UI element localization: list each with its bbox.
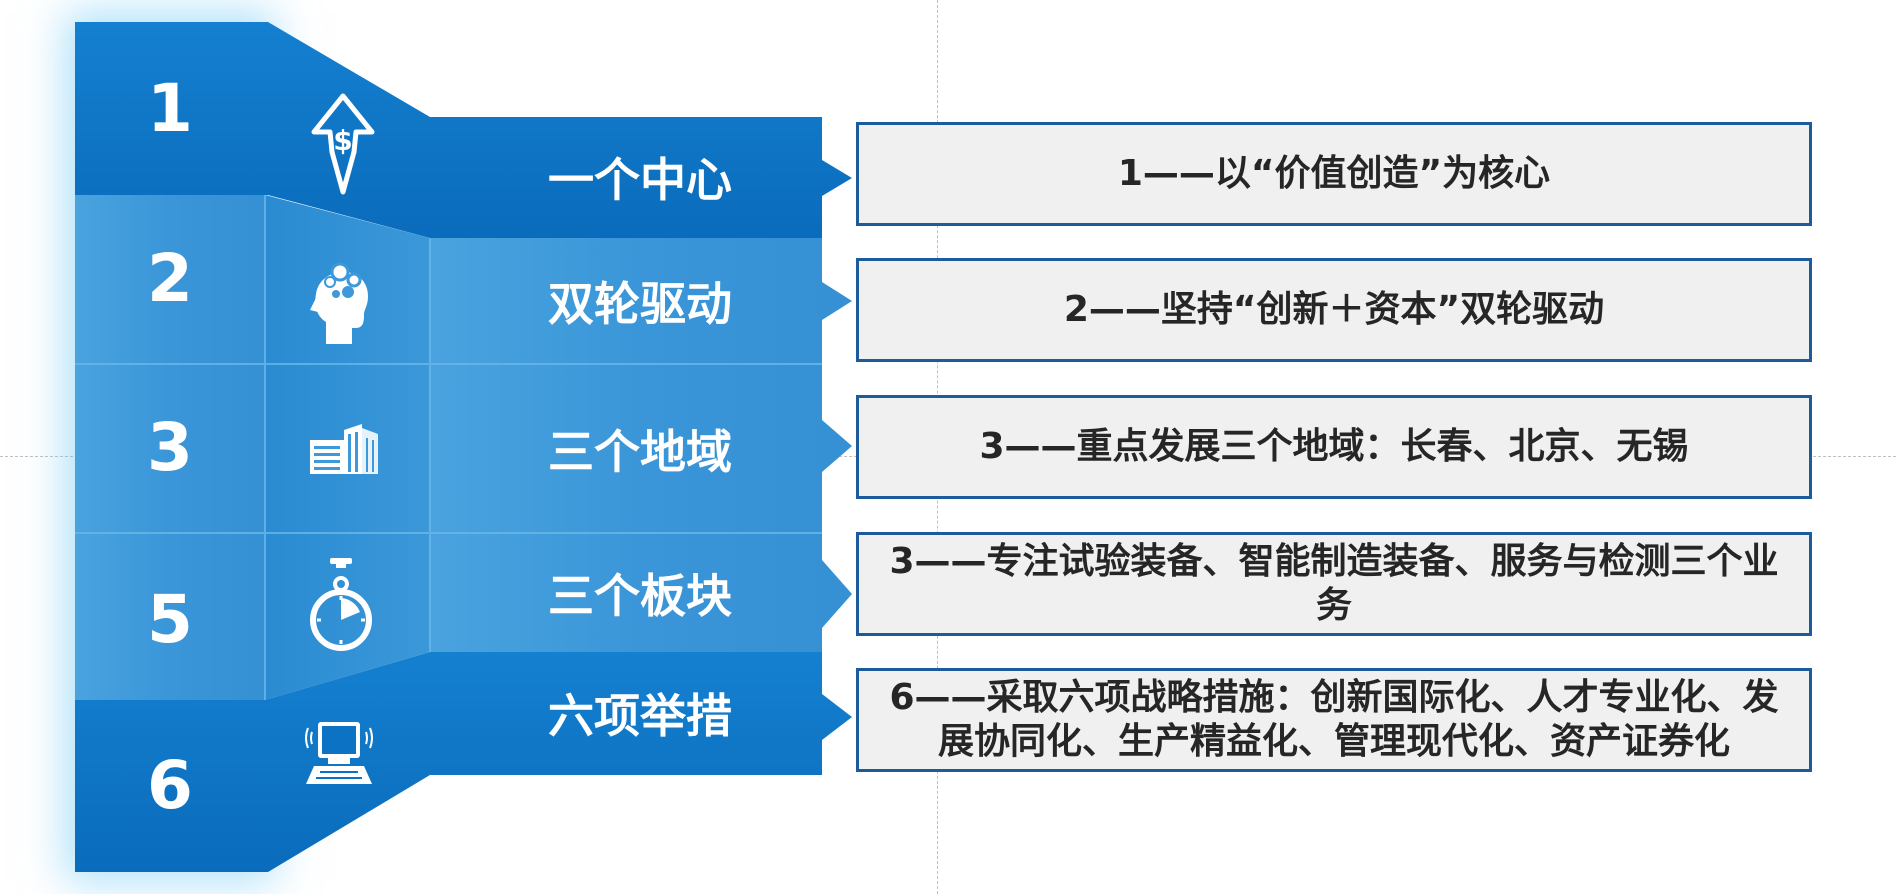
row-title-3: 三个地域	[548, 425, 732, 479]
dollar-arrow-icon: $	[311, 93, 375, 195]
bottom-shape	[75, 652, 852, 872]
row-number-2: 2	[147, 240, 193, 317]
middle-band-left	[75, 195, 265, 700]
row-separators	[75, 195, 822, 700]
description-text-2: 2——坚持“创新＋资本”双轮驱动	[1063, 289, 1605, 330]
row-number-1: 1	[147, 70, 193, 147]
computer-icon	[305, 722, 373, 784]
description-text-3: 3——重点发展三个地域：长春、北京、无锡	[979, 426, 1689, 467]
description-box-3: 3——重点发展三个地域：长春、北京、无锡	[856, 395, 1812, 499]
head-gears-icon	[310, 262, 368, 344]
row-title-2: 双轮驱动	[548, 277, 732, 331]
row-number-3: 3	[147, 409, 193, 486]
description-text-1: 1——以“价值创造”为核心	[1117, 153, 1551, 194]
description-box-1: 1——以“价值创造”为核心	[856, 122, 1812, 226]
svg-text:$: $	[333, 124, 352, 157]
description-text-5: 6——采取六项战略措施：创新国际化、人才专业化、发展协同化、生产精益化、管理现代…	[889, 677, 1779, 762]
row-title-5: 六项举措	[548, 689, 732, 743]
description-box-2: 2——坚持“创新＋资本”双轮驱动	[856, 258, 1812, 362]
description-text-4: 3——专注试验装备、智能制造装备、服务与检测三个业务	[889, 541, 1779, 626]
row-number-5: 6	[147, 747, 193, 824]
description-box-4: 3——专注试验装备、智能制造装备、服务与检测三个业务	[856, 532, 1812, 636]
stopwatch-icon	[310, 558, 372, 651]
row-title-1: 一个中心	[548, 153, 732, 207]
middle-band-right	[430, 238, 852, 652]
top-shape	[75, 22, 852, 240]
description-box-5: 6——采取六项战略措施：创新国际化、人才专业化、发展协同化、生产精益化、管理现代…	[856, 668, 1812, 772]
row-title-4: 三个板块	[548, 569, 732, 623]
row-number-4: 5	[147, 581, 193, 658]
buildings-icon	[310, 424, 378, 474]
